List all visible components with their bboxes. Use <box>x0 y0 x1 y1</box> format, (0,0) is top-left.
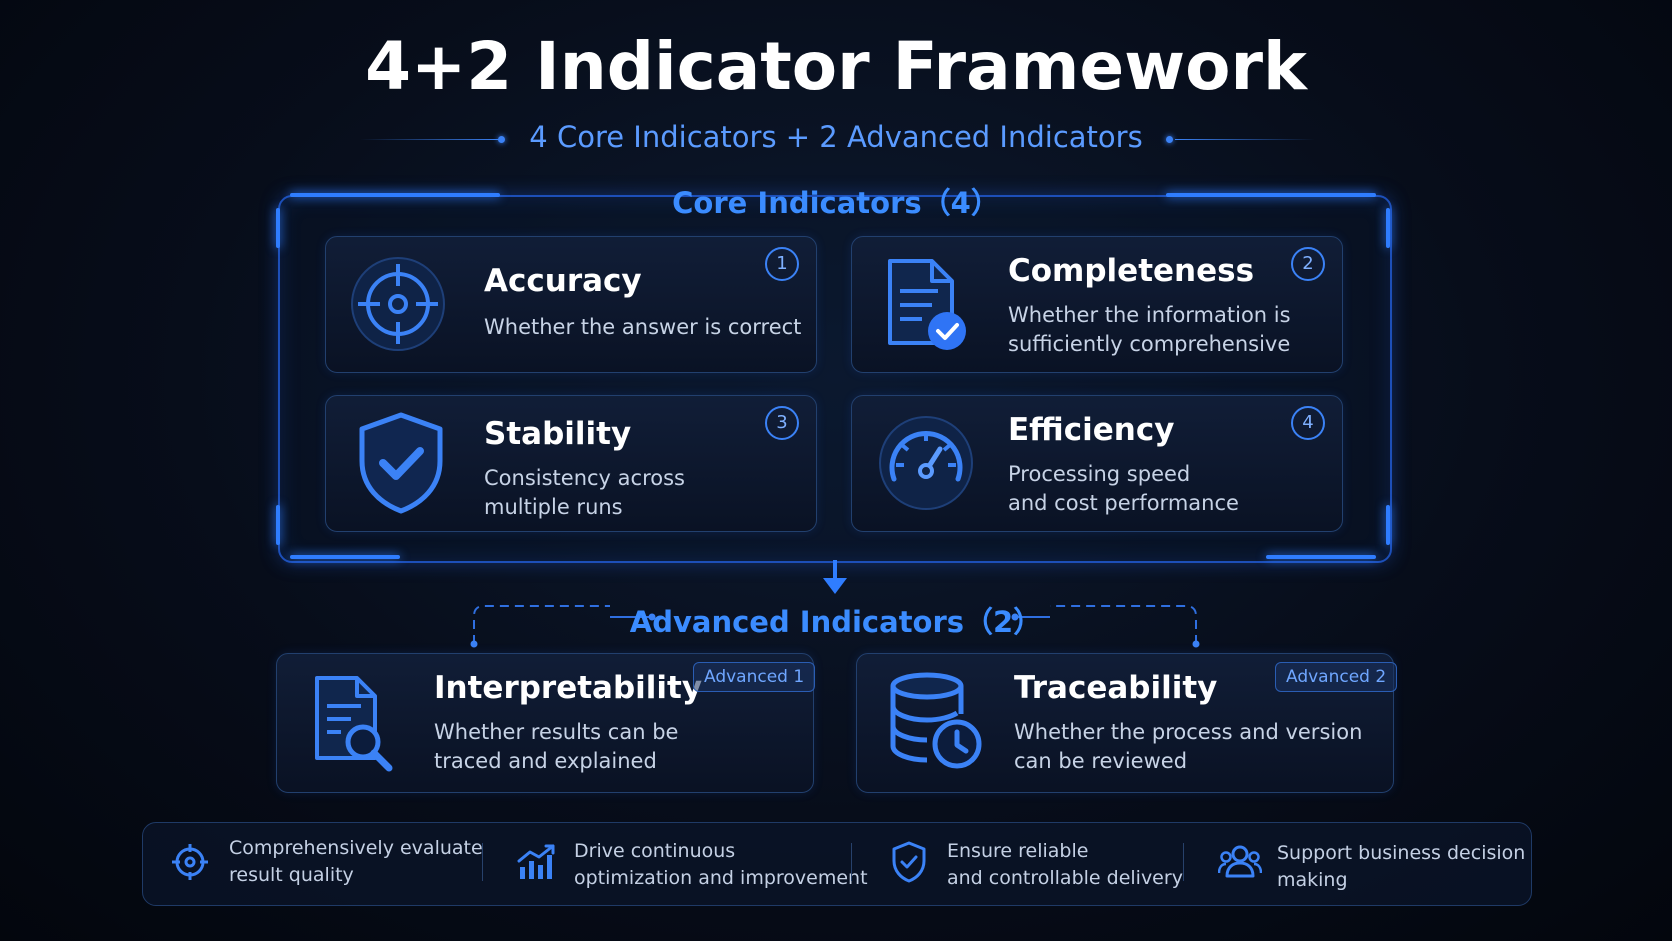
core-card-completeness: Completeness Whether the information is … <box>851 236 1343 373</box>
benefit-line: Ensure reliable <box>947 840 1089 862</box>
page-subtitle: 4 Core Indicators + 2 Advanced Indicator… <box>529 120 1143 154</box>
frame-accent-bottom-left <box>290 555 400 559</box>
number-badge: 3 <box>765 406 799 440</box>
card-description: Whether the answer is correct <box>484 313 801 342</box>
advanced-badge: Advanced 2 <box>1275 662 1398 692</box>
document-check-icon <box>888 259 966 350</box>
card-title: Efficiency <box>1008 412 1175 448</box>
frame-accent-top-left <box>290 193 500 197</box>
card-description-line: Whether the process and version <box>1014 720 1363 744</box>
card-description-line: multiple runs <box>484 495 623 519</box>
card-title: Accuracy <box>484 263 642 299</box>
card-description: Whether results can be traced and explai… <box>434 718 678 776</box>
subtitle-dot-right <box>1166 136 1173 143</box>
advanced-card-interpretability: Interpretability Whether results can be … <box>276 653 816 793</box>
benefits-bar <box>142 822 1532 906</box>
benefit-separator <box>1183 843 1184 881</box>
benefit-line: Drive continuous <box>574 840 736 862</box>
card-description-line: Whether results can be <box>434 720 679 744</box>
benefit-text: Drive continuous optimization and improv… <box>574 838 868 892</box>
benefit-text: Comprehensively evaluate result quality <box>229 835 483 889</box>
arrow-down-icon <box>823 560 847 594</box>
core-card-accuracy: Accuracy Whether the answer is correct 1 <box>325 236 817 373</box>
frame-accent-right-bottom <box>1386 505 1390 545</box>
card-description-line: and cost performance <box>1008 491 1239 515</box>
subtitle-line-right <box>1175 139 1315 140</box>
subtitle-dot-left <box>498 136 505 143</box>
card-description-line: can be reviewed <box>1014 749 1188 773</box>
benefit-separator <box>851 843 852 881</box>
core-card-stability: Stability Consistency across multiple ru… <box>325 395 817 532</box>
frame-accent-right-top <box>1386 208 1390 248</box>
document-search-icon <box>315 676 393 772</box>
subtitle-line-left <box>360 139 500 140</box>
advanced-connector-lines <box>470 605 1200 648</box>
frame-accent-bottom-right <box>1266 555 1376 559</box>
benefit-line: and controllable delivery <box>947 867 1183 889</box>
number-badge: 2 <box>1291 247 1325 281</box>
card-description-line: Whether the answer is correct <box>484 315 802 339</box>
card-description-line: Processing speed <box>1008 462 1191 486</box>
card-description-line: Consistency across <box>484 466 685 490</box>
card-title: Completeness <box>1008 253 1255 289</box>
speedometer-icon <box>879 416 973 510</box>
card-description: Whether the information is sufficiently … <box>1008 301 1291 359</box>
target-icon <box>172 844 208 880</box>
card-description-line: traced and explained <box>434 749 657 773</box>
benefit-text: Support business decision making <box>1277 840 1525 894</box>
benefit-separator <box>482 843 483 881</box>
page-title: 4+2 Indicator Framework <box>365 28 1307 105</box>
target-crosshair-icon <box>351 257 445 351</box>
shield-check-icon <box>892 841 926 883</box>
card-title: Traceability <box>1014 670 1218 706</box>
card-description: Whether the process and version can be r… <box>1014 718 1362 776</box>
frame-accent-left-top <box>276 208 280 248</box>
card-title: Stability <box>484 416 632 452</box>
core-indicators-label: Core Indicators（4） <box>672 186 1000 220</box>
benefit-line: Support business decision <box>1277 842 1526 864</box>
frame-accent-left-bottom <box>276 505 280 545</box>
card-description: Processing speed and cost performance <box>1008 460 1239 518</box>
card-description-line: sufficiently comprehensive <box>1008 332 1291 356</box>
benefit-line: optimization and improvement <box>574 867 868 889</box>
shield-check-icon <box>359 412 443 514</box>
bar-chart-trend-icon <box>517 844 555 879</box>
card-title: Interpretability <box>434 670 703 706</box>
database-clock-icon <box>890 672 982 769</box>
frame-accent-top-right <box>1166 193 1376 197</box>
core-card-efficiency: Efficiency Processing speed and cost per… <box>851 395 1343 532</box>
users-icon <box>1218 845 1262 878</box>
number-badge: 1 <box>765 247 799 281</box>
advanced-card-traceability: Traceability Whether the process and ver… <box>856 653 1398 793</box>
card-description-line: Whether the information is <box>1008 303 1291 327</box>
benefit-text: Ensure reliable and controllable deliver… <box>947 838 1183 892</box>
card-description: Consistency across multiple runs <box>484 464 685 522</box>
benefit-line: Comprehensively evaluate <box>229 837 483 859</box>
benefit-line: making <box>1277 869 1348 891</box>
advanced-badge: Advanced 1 <box>693 662 816 692</box>
advanced-indicators-label: Advanced Indicators（2） <box>629 605 1043 639</box>
benefit-line: result quality <box>229 864 354 886</box>
number-badge: 4 <box>1291 406 1325 440</box>
